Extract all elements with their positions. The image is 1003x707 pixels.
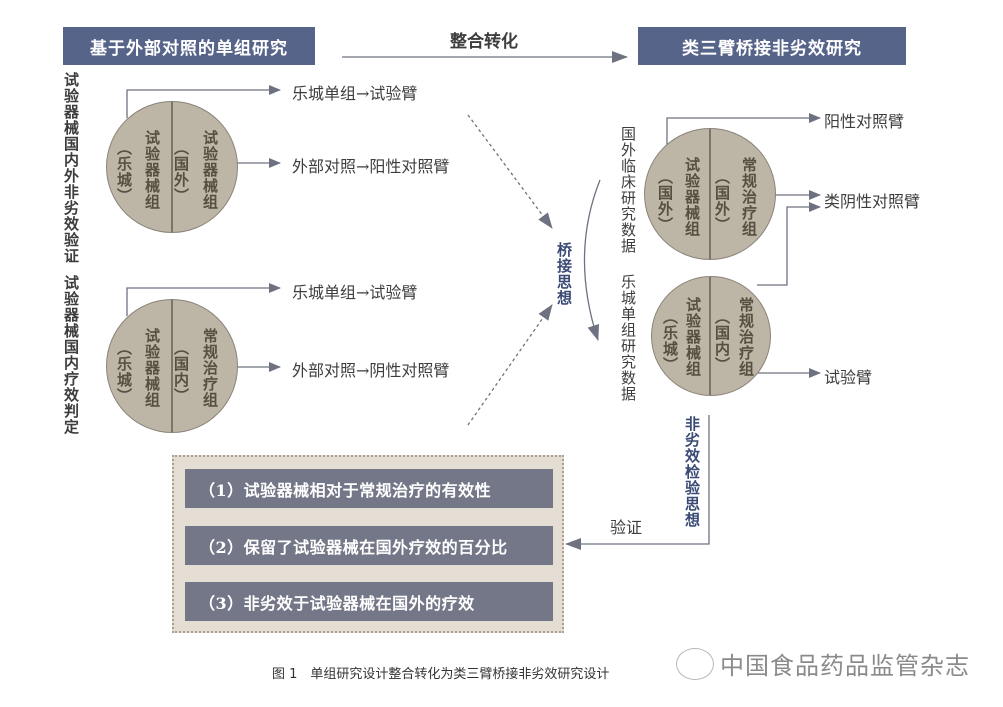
arm-label-quasi-negative-control: 类阴性对照臂	[824, 192, 921, 211]
region-domestic: （国内）	[713, 309, 731, 373]
noninferiority-concept-label: 非劣效检验思想	[683, 416, 701, 528]
region-lecheng: （乐城）	[661, 309, 679, 373]
summary-item-retained-percentage: （2）保留了试验器械在国外疗效的百分比	[185, 526, 553, 565]
circle-divider	[709, 277, 711, 395]
group-test-device: 试验器械组	[683, 157, 701, 237]
summary-item-noninferior: （3）非劣效于试验器械在国外的疗效	[185, 582, 553, 621]
watermark: 中国食品药品监管杂志	[720, 652, 970, 680]
circle-divider	[709, 129, 711, 259]
group-test-device: 试验器械组	[684, 297, 702, 377]
arm-label-lecheng-test: 乐城单组→试验臂	[292, 283, 418, 302]
circle-left-bottom: （乐城） 试验器械组 （国内） 常规治疗组	[106, 299, 238, 433]
figure-caption: 图 1 单组研究设计整合转化为类三臂桥接非劣效研究设计	[272, 667, 610, 682]
bridge-concept-label: 桥接思想	[555, 242, 573, 306]
transition-label: 整合转化	[450, 32, 518, 52]
circle-left-top: （乐城） 试验器械组 （国外） 试验器械组	[106, 101, 238, 233]
arm-label-lecheng-test: 乐城单组→试验臂	[292, 84, 418, 103]
group-test-device: 试验器械组	[201, 130, 219, 210]
side-label-noninferiority-verification: 试验器械国内外非劣效验证	[62, 72, 80, 264]
group-test-device: 试验器械组	[143, 130, 161, 210]
side-label-domestic-efficacy: 试验器械国内疗效判定	[62, 275, 80, 435]
summary-box: （1）试验器械相对于常规治疗的有效性 （2）保留了试验器械在国外疗效的百分比 （…	[172, 455, 564, 633]
region-lecheng: （乐城）	[115, 340, 133, 404]
region-abroad: （国外）	[172, 140, 190, 204]
header-three-arm-study: 类三臂桥接非劣效研究	[638, 27, 906, 65]
region-abroad: （国外）	[713, 169, 731, 233]
arm-label-positive-control: 阳性对照臂	[824, 112, 905, 131]
group-conventional-treatment: 常规治疗组	[201, 328, 219, 408]
header-single-arm-study: 基于外部对照的单组研究	[63, 27, 315, 65]
region-lecheng: （乐城）	[115, 140, 133, 204]
wechat-icon	[676, 648, 714, 680]
region-domestic: （国内）	[172, 340, 190, 404]
foreign-clinical-data-label: 国外临床研究数据	[619, 126, 637, 254]
region-abroad: （国外）	[656, 169, 674, 233]
arm-label-external-negative: 外部对照→阴性对照臂	[292, 361, 450, 380]
circle-right-top: （国外） 试验器械组 （国外） 常规治疗组	[644, 128, 776, 260]
arm-label-external-positive: 外部对照→阳性对照臂	[292, 157, 450, 176]
circle-divider	[171, 102, 173, 232]
group-conventional-treatment: 常规治疗组	[737, 297, 755, 377]
verify-label: 验证	[610, 518, 643, 537]
circle-divider	[171, 300, 173, 432]
circle-right-bottom: （乐城） 试验器械组 （国内） 常规治疗组	[651, 276, 771, 396]
group-test-device: 试验器械组	[143, 328, 161, 408]
lecheng-single-arm-data-label: 乐城单组研究数据	[619, 274, 637, 402]
group-conventional-treatment: 常规治疗组	[740, 157, 758, 237]
arm-label-test-arm: 试验臂	[824, 368, 873, 387]
summary-item-efficacy: （1）试验器械相对于常规治疗的有效性	[185, 469, 553, 508]
